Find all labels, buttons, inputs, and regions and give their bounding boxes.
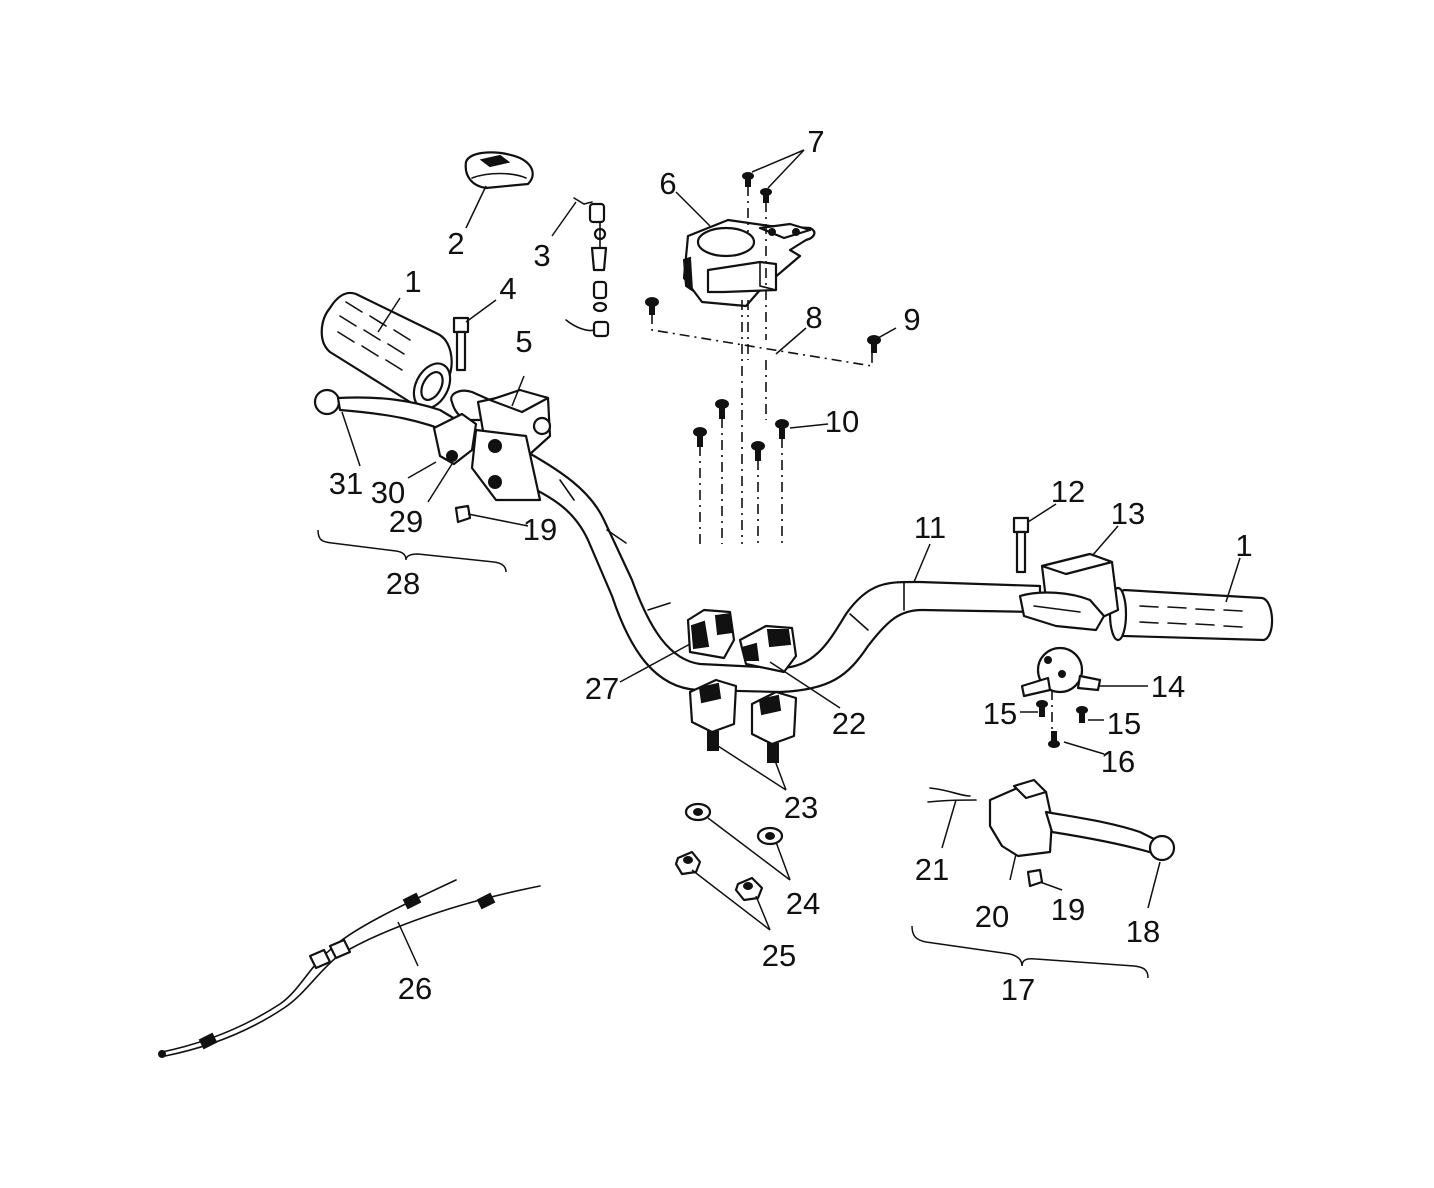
callout-23: 23: [784, 790, 818, 825]
callout-18: 18: [1126, 914, 1160, 949]
screw-16: [1048, 731, 1060, 748]
screw-9: [867, 335, 881, 353]
callout-7: 7: [807, 124, 824, 159]
callout-6: 6: [659, 166, 676, 201]
callout-17: 17: [1001, 972, 1035, 1007]
assembly-center-lines: [651, 186, 873, 544]
callout-3: 3: [533, 238, 550, 273]
callout-22: 22: [832, 706, 866, 741]
thumb-cover: [464, 151, 534, 190]
screws-10: [693, 399, 789, 461]
throttle-switch-parts: [565, 197, 610, 338]
right-brake-lever: [927, 778, 1176, 862]
callout-21: 21: [915, 852, 949, 887]
callout-20: 20: [975, 899, 1009, 934]
callout-26: 26: [398, 971, 432, 1006]
callout-19-right: 19: [1051, 892, 1085, 927]
callout-27: 27: [585, 671, 619, 706]
callout-4: 4: [499, 271, 516, 306]
screw-left-of-cover: [645, 297, 659, 315]
callout-8: 8: [805, 300, 822, 335]
callout-9: 9: [903, 302, 920, 337]
callout-16: 16: [1101, 744, 1135, 779]
callout-31: 31: [329, 466, 363, 501]
callout-25: 25: [762, 938, 796, 973]
throttle-lever-14: [1020, 646, 1102, 740]
brace-17: [911, 925, 1149, 979]
riser-left: [688, 678, 738, 751]
throttle-housing: [450, 388, 552, 502]
callout-30: 30: [371, 475, 405, 510]
callout-19-left: 19: [523, 512, 557, 547]
right-control-housing: [1018, 552, 1120, 632]
callout-1-right: 1: [1235, 528, 1252, 563]
bolt-4: [452, 316, 470, 372]
callout-2: 2: [447, 226, 464, 261]
upper-clamp-22: [738, 624, 798, 674]
screws-15: [1036, 700, 1088, 723]
nut-19-right: [1026, 868, 1044, 888]
callout-1-left: 1: [404, 264, 421, 299]
bracket-8: [706, 260, 778, 294]
upper-clamp-27: [686, 608, 736, 660]
left-grip: [320, 291, 453, 410]
callout-12: 12: [1051, 474, 1085, 509]
callout-10: 10: [825, 404, 859, 439]
left-brake-lever: [313, 388, 478, 466]
callout-24: 24: [786, 886, 820, 921]
callout-numbers: 1 2 3 4 5 6 7 8 9 10 11 12 13 1 14 15 15…: [329, 124, 1253, 1007]
leader-lines: [341, 149, 1241, 967]
callout-29: 29: [389, 504, 423, 539]
callout-11: 11: [914, 510, 946, 545]
callout-14: 14: [1151, 669, 1185, 704]
nut-19-left: [454, 504, 472, 524]
callout-5: 5: [515, 324, 532, 359]
callout-15-left: 15: [983, 696, 1017, 731]
right-grip: [1108, 586, 1274, 642]
callout-28: 28: [386, 566, 420, 601]
throttle-cable: [158, 879, 541, 1058]
callout-13: 13: [1111, 496, 1145, 531]
bolt-12: [1012, 516, 1030, 574]
nuts-25: [674, 850, 764, 902]
handlebar: [518, 446, 1042, 694]
riser-right: [750, 690, 798, 763]
washers-24: [684, 802, 784, 846]
brace-28: [317, 529, 507, 573]
callout-15-right: 15: [1107, 706, 1141, 741]
